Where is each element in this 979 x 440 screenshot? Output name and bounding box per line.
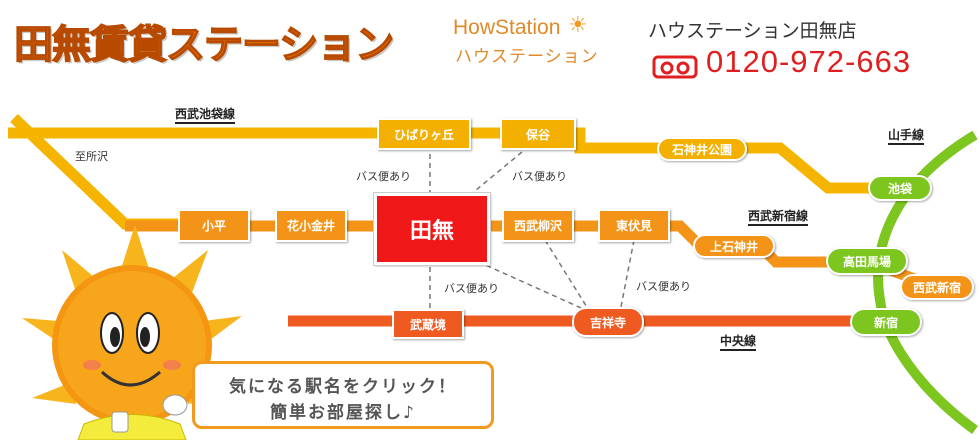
hint-line-2: 簡単お部屋探し♪ — [270, 403, 416, 423]
line-label-seibu-shinjuku: 西武新宿線 — [748, 208, 809, 226]
bus-note: バス便あり — [636, 280, 691, 293]
station-ikebukuro[interactable]: 池袋 — [868, 175, 932, 201]
station-tanashi[interactable]: 田無 — [373, 192, 491, 266]
bus-note: バス便あり — [356, 170, 411, 183]
logo-brand-en: HowStation — [453, 16, 561, 39]
station-musashisakai[interactable]: 武蔵境 — [392, 309, 464, 339]
hint-speech-bubble: 気になる駅名をクリック！ 簡単お部屋探し♪ — [192, 361, 494, 429]
logo-brand-jp: ハウステーション — [455, 47, 599, 67]
site-logo[interactable]: 田無賃貸ステーション — [13, 22, 395, 69]
sun-icon: ☀ — [568, 13, 588, 38]
sun-mascot — [22, 225, 242, 440]
station-takadanobaba[interactable]: 高田馬場 — [826, 247, 908, 275]
line-label-yamanote: 山手線 — [888, 127, 925, 145]
station-seibu-yagisawa[interactable]: 西武柳沢 — [502, 209, 574, 242]
station-shakujii-koen[interactable]: 石神井公園 — [657, 137, 747, 161]
direction-tokorozawa: 至所沢 — [75, 150, 108, 163]
station-kami-shakujii[interactable]: 上石神井 — [693, 234, 775, 258]
station-higashi-fushimi[interactable]: 東伏見 — [598, 209, 670, 242]
bus-note: バス便あり — [444, 282, 499, 295]
freedial-icon — [652, 55, 698, 79]
station-kichijoji[interactable]: 吉祥寺 — [572, 307, 644, 337]
station-hanakoganei[interactable]: 花小金井 — [275, 209, 347, 242]
station-seibu-shinjuku[interactable]: 西武新宿 — [900, 274, 974, 300]
station-hoya[interactable]: 保谷 — [500, 118, 576, 150]
station-kodaira[interactable]: 小平 — [178, 209, 250, 242]
bus-note: バス便あり — [512, 170, 567, 183]
line-label-chuo: 中央線 — [720, 333, 757, 351]
phone-number[interactable]: 0120-972-663 — [706, 44, 912, 79]
station-hibarigaoka[interactable]: ひばりヶ丘 — [377, 118, 471, 150]
line-label-seibu-ikebukuro: 西武池袋線 — [175, 106, 236, 124]
shop-name: ハウステーション田無店 — [648, 20, 857, 42]
bus-route-lines — [429, 145, 635, 313]
hint-line-1: 気になる駅名をクリック！ — [229, 377, 457, 397]
station-shinjuku[interactable]: 新宿 — [850, 308, 922, 336]
